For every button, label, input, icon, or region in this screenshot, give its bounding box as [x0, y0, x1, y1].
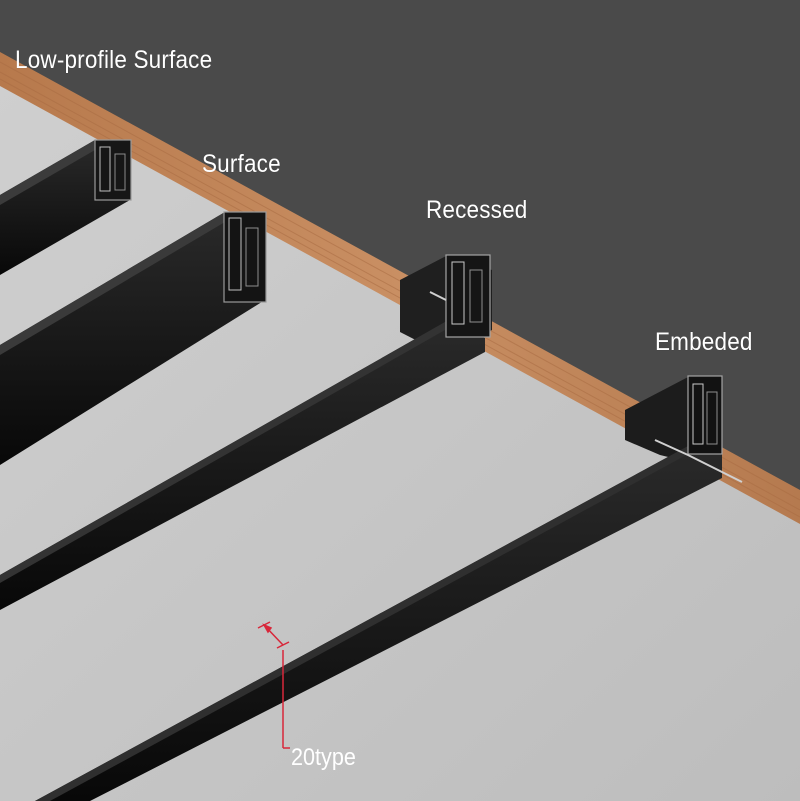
label-surface: Surface	[202, 150, 281, 179]
label-embeded: Embeded	[655, 328, 753, 357]
label-low-profile-surface: Low-profile Surface	[15, 46, 212, 75]
dimension-label: 20type	[291, 744, 356, 772]
label-recessed: Recessed	[426, 196, 528, 225]
